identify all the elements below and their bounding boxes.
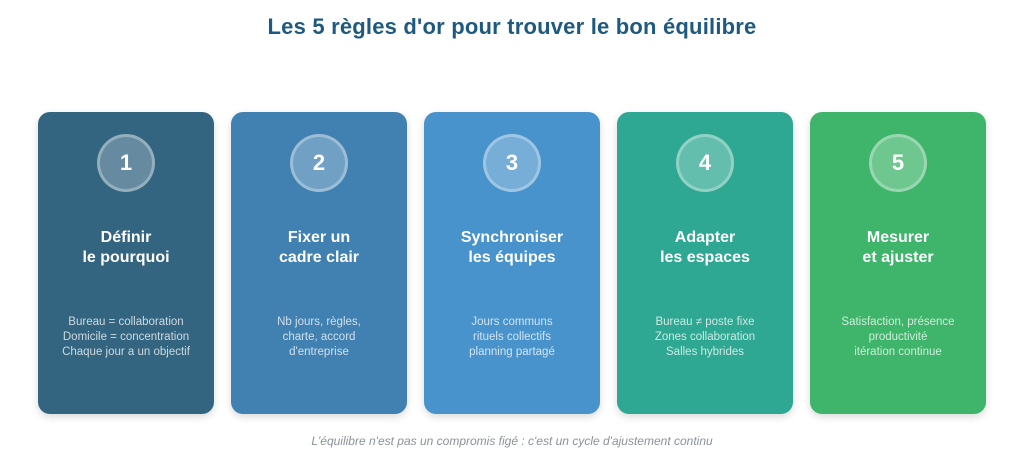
step-number-badge: 5 [869, 134, 927, 192]
step-number: 2 [312, 150, 326, 175]
card-description: Jours communs rituels collectifs plannin… [469, 315, 555, 359]
card-title: Mesurer et ajuster [862, 229, 934, 267]
step-number-badge: 1 [97, 134, 155, 192]
rule-card-4: 4 Adapter les espaces Bureau ≠ poste fix… [617, 112, 793, 414]
card-description: Bureau ≠ poste fixe Zones collaboration … [654, 315, 756, 359]
card-title: Adapter les espaces [660, 229, 750, 267]
step-number: 1 [119, 150, 133, 175]
footer-note: L'équilibre n'est pas un compromis figé … [311, 434, 713, 448]
infographic-page: Les 5 règles d'or pour trouver le bon éq… [0, 14, 1024, 465]
rule-card-1: 1 Définir le pourquoi Bureau = collabora… [38, 112, 214, 414]
step-number: 3 [505, 150, 519, 175]
card-description: Nb jours, règles, charte, accord d'entre… [277, 315, 361, 359]
step-number-badge: 4 [676, 134, 734, 192]
step-number-badge: 3 [483, 134, 541, 192]
rule-card-2: 2 Fixer un cadre clair Nb jours, règles,… [231, 112, 407, 414]
card-description: Bureau = collaboration Domicile = concen… [62, 315, 190, 359]
card-title: Synchroniser les équipes [460, 229, 564, 267]
card-title: Fixer un cadre clair [278, 229, 360, 267]
step-number: 5 [891, 150, 905, 175]
rule-card-3: 3 Synchroniser les équipes Jours communs… [424, 112, 600, 414]
card-title: Définir le pourquoi [82, 229, 170, 267]
card-description: Satisfaction, présence productivité itér… [841, 315, 955, 359]
page-title: Les 5 règles d'or pour trouver le bon éq… [267, 14, 757, 39]
step-number: 4 [698, 150, 712, 175]
rule-card-5: 5 Mesurer et ajuster Satisfaction, prése… [810, 112, 986, 414]
step-number-badge: 2 [290, 134, 348, 192]
rule-cards-row: 1 Définir le pourquoi Bureau = collabora… [0, 112, 1024, 414]
